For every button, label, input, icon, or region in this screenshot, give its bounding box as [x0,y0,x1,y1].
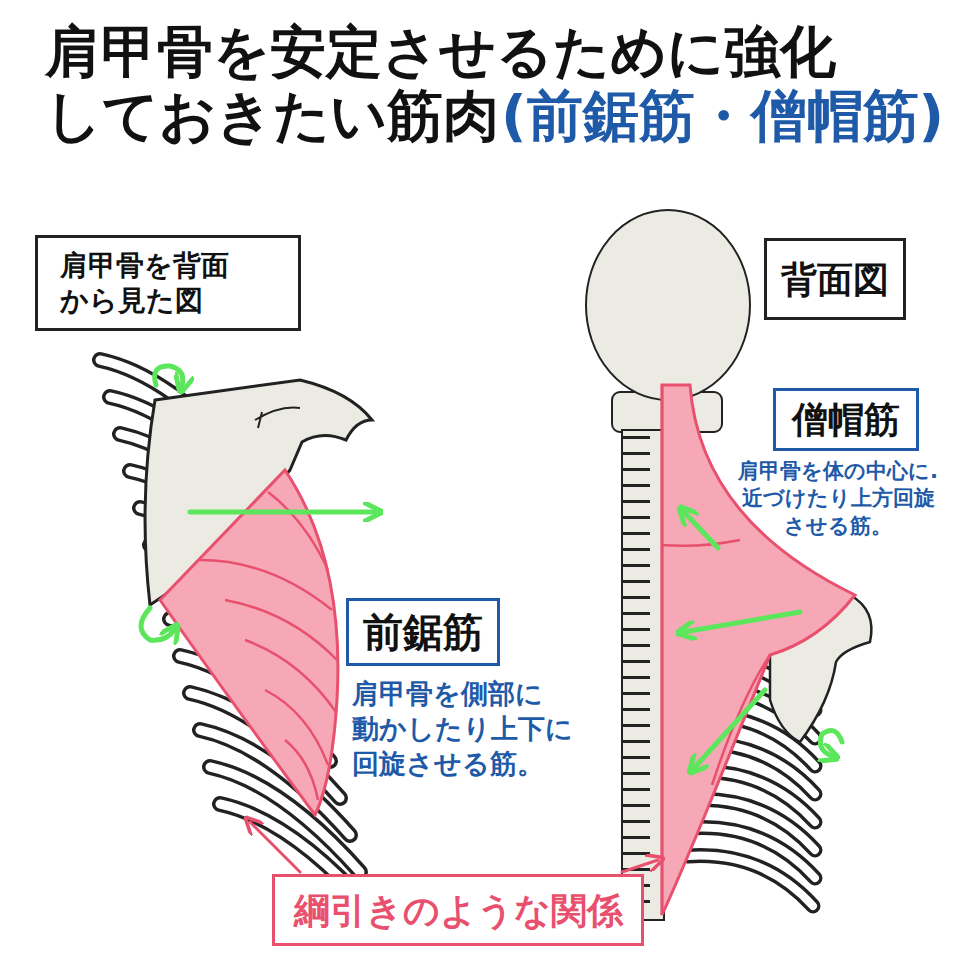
box-label: 肩甲骨を背面 から見た図 [60,248,250,318]
muscle-description: 肩甲骨を側部に 動かしたり上下に 回旋させる筋。 [352,676,602,781]
spine [622,430,664,920]
skull [586,210,750,400]
rib-cage-right [688,856,813,906]
box-label: 綱引きのような関係 [294,888,623,933]
movement-arrows [820,730,842,756]
view-caption-box: 肩甲骨を背面 から見た図 [35,235,301,331]
scapula-left [255,408,300,429]
view-caption-box: 背面図 [764,238,906,320]
serratus-anterior [200,492,337,800]
serratus-anterior [160,470,338,815]
box-label: 前鋸筋 [363,607,483,657]
muscle-name-box: 僧帽筋 [773,388,919,451]
movement-arrows [141,608,174,640]
movement-arrows [155,366,183,386]
leader-lines [250,822,300,872]
title-muscle-names: (前鋸筋・僧帽筋) [501,84,944,148]
leader-lines [622,860,658,872]
movement-arrows [694,690,765,768]
leader-lines [250,822,658,872]
box-label: 僧帽筋 [792,397,900,442]
movement-arrows [684,512,718,548]
box-label: 背面図 [781,257,889,302]
rib-cage-left [210,767,360,872]
relation-box: 綱引きのような関係 [272,874,644,946]
serratus-anterior [160,470,338,815]
muscle-description: 肩甲骨を体の中心に. 近づけたり上方回旋 させる筋。 [722,458,954,540]
muscle-name-box: 前鋸筋 [346,598,500,666]
spine [622,430,664,920]
movement-arrows [190,510,375,515]
movement-arrows [684,612,800,632]
spine [622,436,650,916]
